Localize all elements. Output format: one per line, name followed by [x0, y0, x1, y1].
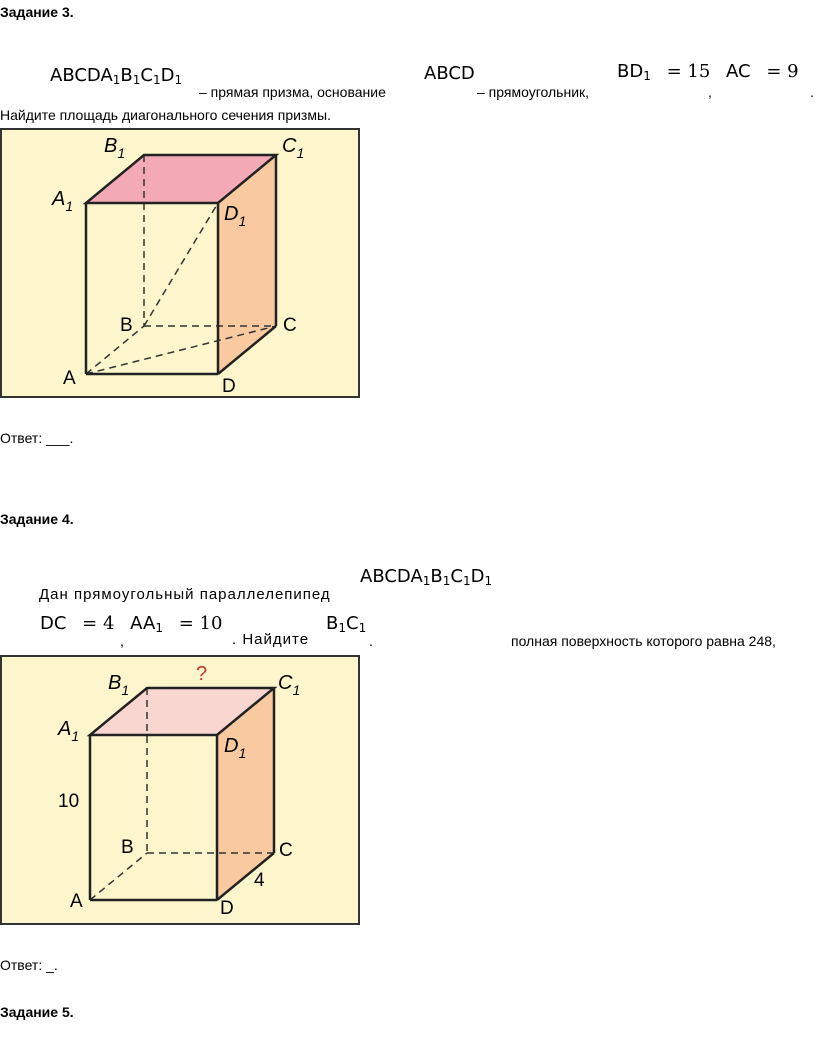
task3-comma: ,: [708, 84, 712, 100]
label-c: C: [283, 315, 297, 336]
width-label: 4: [254, 870, 265, 891]
task4-comma: ,: [120, 633, 124, 649]
task5-heading: Задание 5.: [0, 1004, 74, 1020]
label-b: B: [120, 315, 133, 336]
task4-surface: полная поверхность которого равна 248,: [511, 633, 776, 649]
task3-text-rect: – прямоугольник,: [477, 84, 590, 100]
label-b1: B1: [104, 135, 125, 161]
task4-answer: Ответ: _.: [0, 957, 58, 973]
task3-answer: Ответ: ___.: [0, 430, 74, 446]
label-c1: C1: [278, 672, 300, 698]
task4-figure: ? B1 C1 A1 D1 10 B C 4 A D: [0, 655, 360, 925]
label-d: D: [222, 376, 236, 397]
label-a1: A1: [51, 188, 73, 214]
label-b: B: [121, 837, 134, 858]
task4-values: DC = 4 AA1 = 10: [40, 613, 223, 636]
label-a: A: [70, 891, 83, 912]
task4-find: . Найдите: [232, 631, 310, 648]
label-d1: D1: [224, 735, 246, 761]
task4-heading: Задание 4.: [0, 511, 74, 527]
task3-side-face: [218, 155, 276, 374]
task3-bd1-value: BD1 = 15 AC = 9: [617, 61, 799, 84]
label-d1: D1: [224, 203, 246, 229]
label-a1: A1: [57, 718, 79, 744]
label-a: A: [63, 368, 76, 389]
task4-prism-name: ABCDA1B1C1D1: [360, 566, 493, 589]
task3-text-prism: – прямая призма, основание: [199, 84, 386, 100]
task4-b1c1: B1C1: [326, 613, 367, 636]
task4-given: Дан прямоугольный параллелепипед: [39, 586, 331, 603]
height-label: 10: [58, 791, 79, 812]
label-b1: B1: [108, 672, 129, 698]
question-mark: ?: [196, 663, 207, 685]
task4-top-face: [90, 688, 274, 735]
task3-question: Найдите площадь диагонального сечения пр…: [0, 107, 331, 123]
task4-period: .: [369, 633, 373, 649]
label-c: C: [279, 840, 293, 861]
task3-figure: B1 C1 A1 D1 B C A D: [0, 128, 360, 398]
label-d: D: [220, 898, 234, 919]
task3-top-face: [86, 155, 276, 203]
task3-heading: Задание 3.: [0, 4, 74, 20]
task3-period: .: [810, 84, 814, 100]
task3-base-name: ABCD: [424, 63, 475, 84]
label-c1: C1: [282, 135, 304, 161]
task3-prism-name: ABCDA1B1C1D1: [50, 65, 183, 88]
task4-side-face: [217, 688, 274, 900]
